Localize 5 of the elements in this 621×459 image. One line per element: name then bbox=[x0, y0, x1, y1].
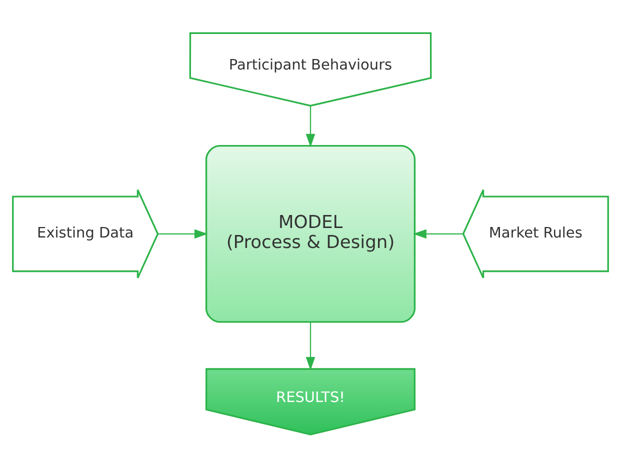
arrow bbox=[306, 322, 316, 370]
arrow bbox=[306, 106, 316, 147]
node-box: MODEL (Process & Design) bbox=[205, 144, 416, 322]
arrow bbox=[158, 228, 208, 238]
arrow bbox=[413, 228, 463, 238]
